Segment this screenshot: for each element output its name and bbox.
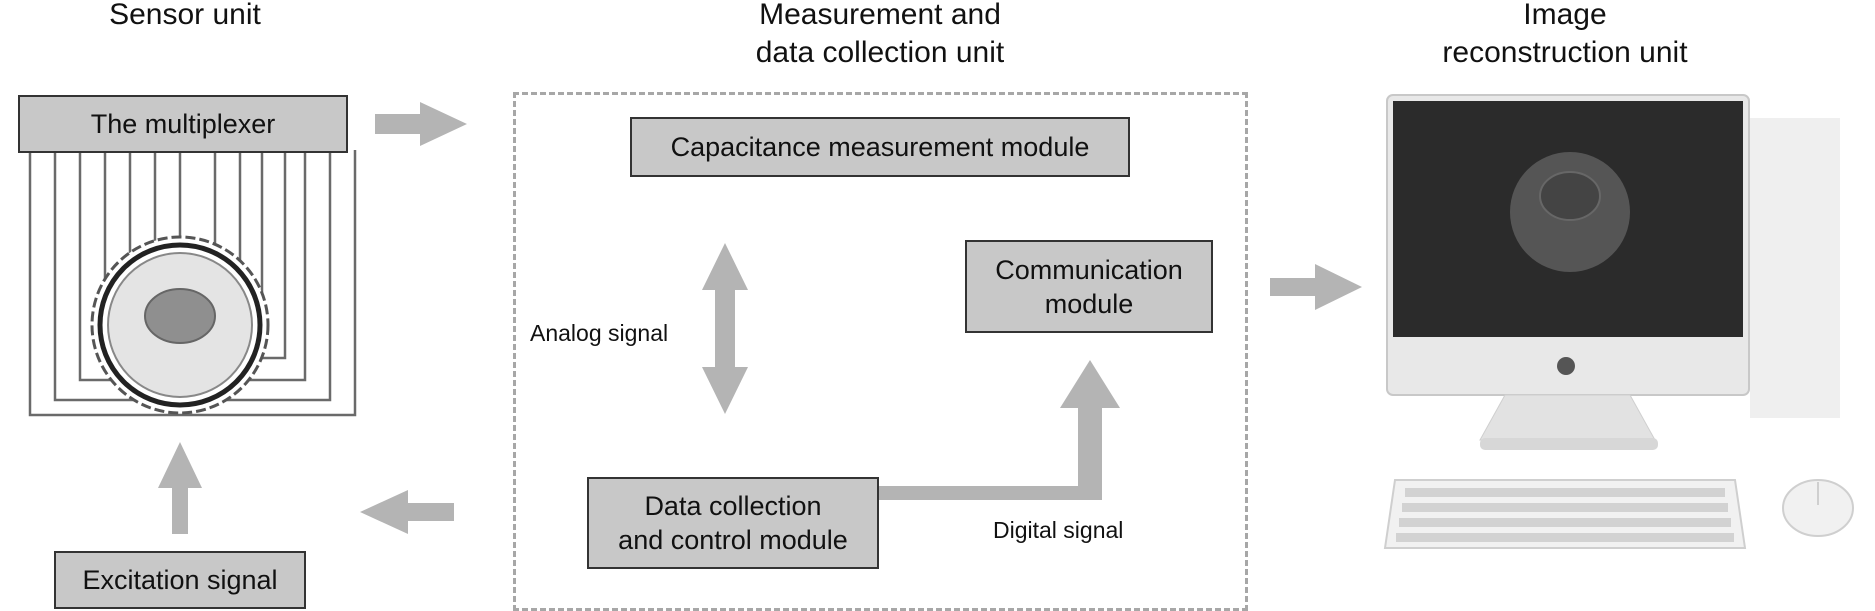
measurement-unit-frame <box>513 92 1248 611</box>
data-collection-label-line2: and control module <box>618 525 848 555</box>
arrow-digital-signal <box>878 360 1120 500</box>
excitation-signal-box: Excitation signal <box>54 551 306 609</box>
arrow-measurement-to-image <box>1270 264 1362 310</box>
data-collection-label-line1: Data collection <box>644 491 822 521</box>
capacitance-sensor-electrode-icon <box>28 150 357 417</box>
arrow-excitation-to-sensor <box>158 442 202 534</box>
excitation-signal-label: Excitation signal <box>82 565 278 595</box>
measurement-unit-header: Measurement and data collection unit <box>680 0 1080 72</box>
capacitance-measurement-module: Capacitance measurement module <box>630 117 1130 177</box>
communication-module-label-line2: module <box>1044 288 1134 319</box>
multiplexer-box: The multiplexer <box>18 95 348 153</box>
measurement-unit-title-line1: Measurement and <box>759 0 1001 31</box>
sensor-unit-header: Sensor unit <box>60 0 310 34</box>
analog-signal-label: Analog signal <box>530 320 669 346</box>
communication-module-label-line1: Communication <box>995 254 1183 285</box>
image-unit-header: Image reconstruction unit <box>1380 0 1750 72</box>
communication-module: Communication module <box>965 240 1213 333</box>
digital-signal-label: Digital signal <box>993 517 1124 543</box>
image-unit-title-line1: Image <box>1523 0 1607 31</box>
desktop-computer-icon <box>1383 94 1854 549</box>
measurement-unit-title-line2: data collection unit <box>755 36 1005 69</box>
data-collection-control-module: Data collection and control module <box>587 477 879 569</box>
capacitance-module-label: Capacitance measurement module <box>670 132 1090 162</box>
sensor-unit-title: Sensor unit <box>109 0 261 31</box>
image-unit-title-line2: reconstruction unit <box>1442 36 1688 69</box>
multiplexer-label: The multiplexer <box>90 109 276 139</box>
arrow-measurement-to-sensor <box>360 490 454 534</box>
arrow-analog-signal <box>702 243 748 414</box>
arrow-multiplexer-to-measurement <box>375 102 467 146</box>
arrows <box>158 102 1362 534</box>
